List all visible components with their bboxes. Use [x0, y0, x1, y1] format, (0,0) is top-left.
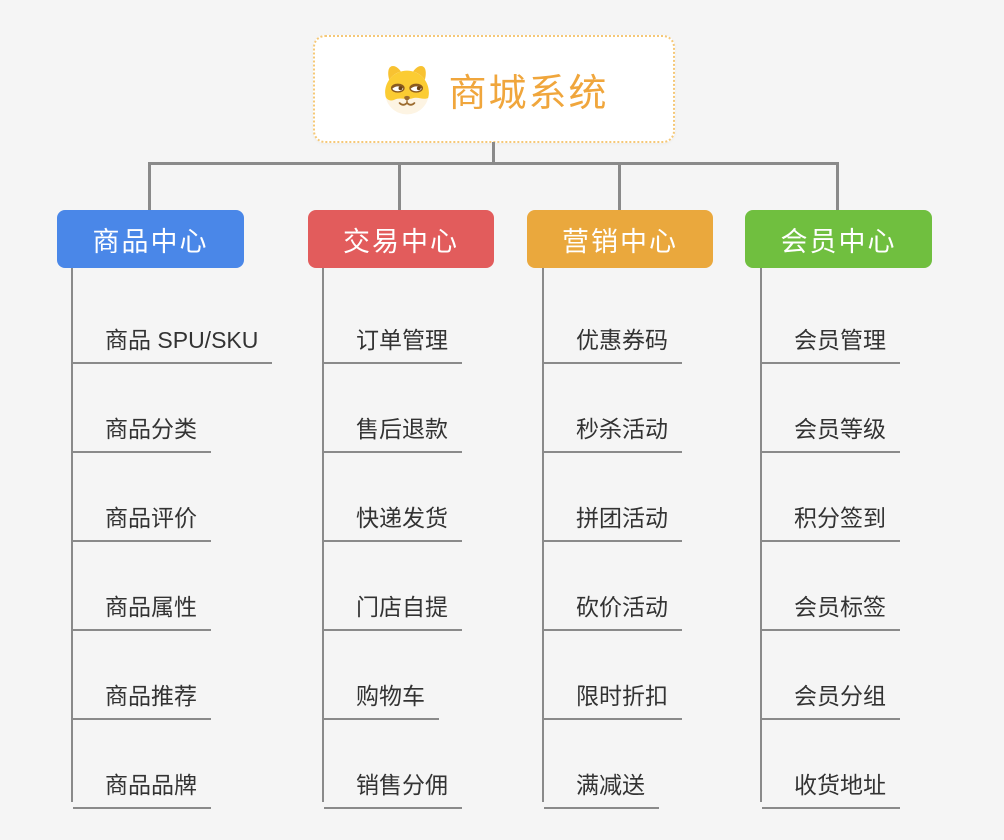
- leaf-topic[interactable]: 优惠券码: [544, 313, 682, 364]
- leaf-topic[interactable]: 商品属性: [73, 580, 211, 631]
- leaf-topic[interactable]: 会员分组: [762, 669, 900, 720]
- branch-column-trade: 订单管理 售后退款 快递发货 门店自提 购物车 销售分佣: [322, 268, 462, 809]
- leaf-topic[interactable]: 商品 SPU/SKU: [73, 313, 273, 364]
- root-topic[interactable]: 商城系统: [313, 35, 675, 143]
- leaf-topic[interactable]: 门店自提: [324, 580, 462, 631]
- leaf-topic[interactable]: 限时折扣: [544, 669, 682, 720]
- leaf-topic[interactable]: 商品评价: [73, 491, 211, 542]
- leaf-topic[interactable]: 购物车: [324, 669, 439, 720]
- connector-drop-trade: [398, 164, 401, 210]
- leaf-topic[interactable]: 商品分类: [73, 402, 211, 453]
- connector-drop-marketing: [618, 164, 621, 210]
- leaf-topic[interactable]: 商品推荐: [73, 669, 211, 720]
- leaf-topic[interactable]: 会员等级: [762, 402, 900, 453]
- leaf-topic[interactable]: 拼团活动: [544, 491, 682, 542]
- leaf-topic[interactable]: 商品品牌: [73, 758, 211, 809]
- root-title: 商城系统: [448, 72, 609, 115]
- branch-column-product: 商品 SPU/SKU 商品分类 商品评价 商品属性 商品推荐 商品品牌: [71, 268, 273, 809]
- connector-horizontal: [148, 162, 839, 165]
- leaf-topic[interactable]: 售后退款: [324, 402, 462, 453]
- leaf-topic[interactable]: 砍价活动: [544, 580, 682, 631]
- connector-drop-member: [836, 164, 839, 210]
- branch-column-marketing: 优惠券码 秒杀活动 拼团活动 砍价活动 限时折扣 满减送: [542, 268, 682, 809]
- leaf-topic[interactable]: 订单管理: [324, 313, 462, 364]
- leaf-topic[interactable]: 满减送: [544, 758, 659, 809]
- branch-topic-product[interactable]: 商品中心: [57, 210, 244, 268]
- leaf-topic[interactable]: 积分签到: [762, 491, 900, 542]
- leaf-topic[interactable]: 会员标签: [762, 580, 900, 631]
- branch-topic-marketing[interactable]: 营销中心: [527, 210, 713, 268]
- leaf-topic[interactable]: 秒杀活动: [544, 402, 682, 453]
- branch-topic-member[interactable]: 会员中心: [745, 210, 932, 268]
- leaf-topic[interactable]: 销售分佣: [324, 758, 462, 809]
- leaf-topic[interactable]: 收货地址: [762, 758, 900, 809]
- leaf-topic[interactable]: 快递发货: [324, 491, 462, 542]
- branch-column-member: 会员管理 会员等级 积分签到 会员标签 会员分组 收货地址: [760, 268, 900, 809]
- branch-topic-trade[interactable]: 交易中心: [308, 210, 494, 268]
- connector-root-stub: [492, 142, 495, 164]
- dog-face-icon: [385, 65, 430, 115]
- connector-drop-product: [148, 164, 151, 210]
- leaf-topic[interactable]: 会员管理: [762, 313, 900, 364]
